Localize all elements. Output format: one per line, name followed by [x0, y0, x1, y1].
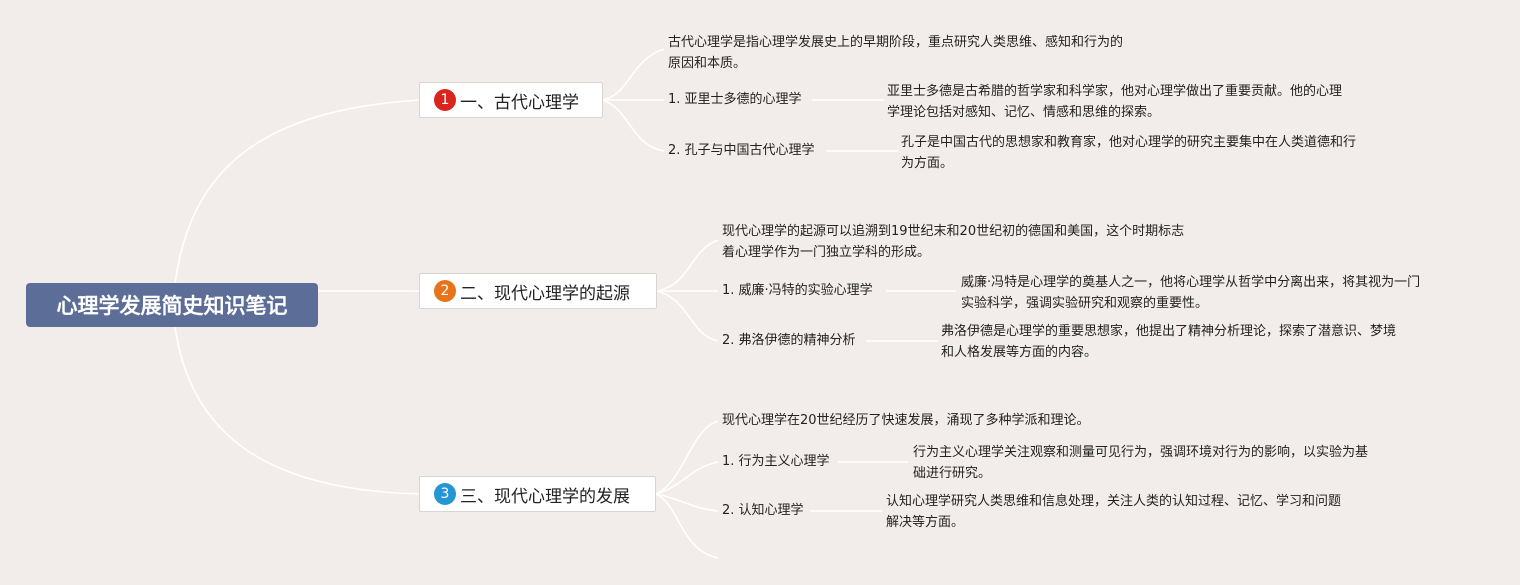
- subtopic-2-2-detail[interactable]: 弗洛伊德是心理学的重要思想家，他提出了精神分析理论，探索了潜意识、梦境 和人格发…: [941, 324, 1397, 360]
- topic-1-intro[interactable]: 古代心理学是指心理学发展史上的早期阶段，重点研究人类思维、感知和行为的 原因和本…: [668, 35, 1124, 71]
- topic-modern-development[interactable]: 3 三、现代心理学的发展: [419, 476, 656, 512]
- subtopic-1-1-detail[interactable]: 亚里士多德是古希腊的哲学家和科学家，他对心理学做出了重要贡献。他的心理 学理论包…: [887, 84, 1343, 120]
- topic-title: 一、古代心理学: [460, 92, 579, 113]
- badge-3-icon: 3: [434, 483, 456, 505]
- badge-2-icon: 2: [434, 280, 456, 302]
- subtopic-3-2-detail[interactable]: 认知心理学研究人类思维和信息处理，关注人类的认知过程、记忆、学习和问题 解决等方…: [886, 494, 1342, 530]
- topic-2-intro[interactable]: 现代心理学的起源可以追溯到19世纪末和20世纪初的德国和美国，这个时期标志 着心…: [722, 224, 1185, 260]
- subtopic-2-1-detail[interactable]: 威廉·冯特是心理学的奠基人之一，他将心理学从哲学中分离出来，将其视为一门 实验科…: [961, 275, 1421, 311]
- subtopic-2-2-label[interactable]: 2. 弗洛伊德的精神分析: [722, 333, 856, 348]
- subtopic-1-2-label[interactable]: 2. 孔子与中国古代心理学: [668, 143, 815, 158]
- subtopic-2-1-label[interactable]: 1. 威廉·冯特的实验心理学: [722, 283, 873, 298]
- topic-ancient-psychology[interactable]: 1 一、古代心理学: [419, 82, 603, 118]
- topic-3-intro[interactable]: 现代心理学在20世纪经历了快速发展，涌现了多种学派和理论。: [722, 413, 1090, 428]
- subtopic-3-1-detail[interactable]: 行为主义心理学关注观察和测量可见行为，强调环境对行为的影响，以实验为基 础进行研…: [913, 445, 1369, 481]
- topic-modern-origins[interactable]: 2 二、现代心理学的起源: [419, 273, 657, 309]
- badge-1-icon: 1: [434, 89, 456, 111]
- subtopic-3-2-label[interactable]: 2. 认知心理学: [722, 503, 804, 518]
- subtopic-1-1-label[interactable]: 1. 亚里士多德的心理学: [668, 92, 802, 107]
- root-topic[interactable]: 心理学发展简史知识笔记: [26, 283, 318, 327]
- subtopic-3-1-label[interactable]: 1. 行为主义心理学: [722, 454, 830, 469]
- topic-title: 二、现代心理学的起源: [460, 283, 630, 304]
- root-title: 心理学发展简史知识笔记: [56, 294, 288, 318]
- subtopic-1-2-detail[interactable]: 孔子是中国古代的思想家和教育家，他对心理学的研究主要集中在人类道德和行 为方面。: [901, 135, 1357, 171]
- topic-title: 三、现代心理学的发展: [460, 486, 630, 507]
